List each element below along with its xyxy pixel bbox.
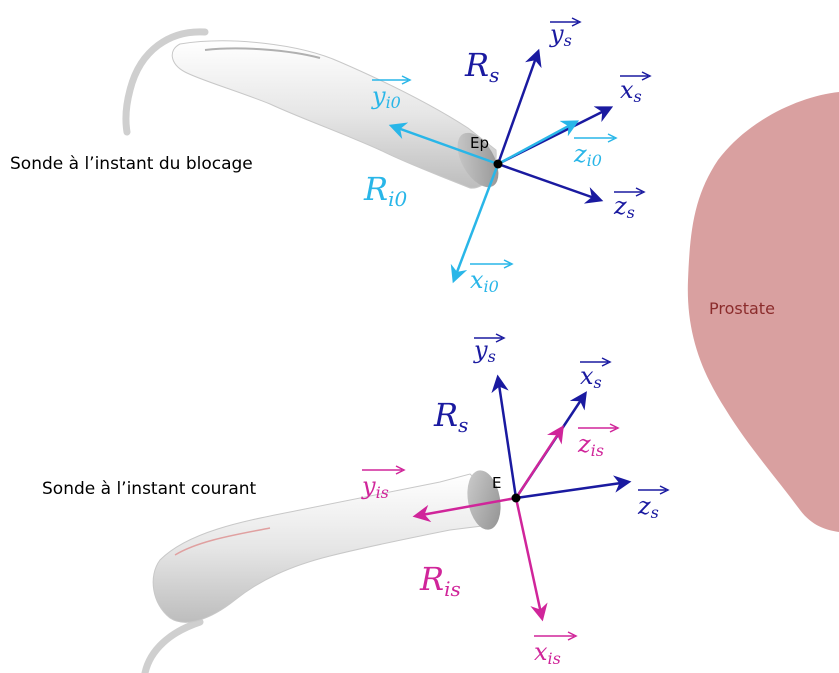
probe-block-label: Sonde à l’instant du blocage — [10, 154, 253, 174]
vector-label-zs-bottom: zs — [637, 486, 668, 522]
vector-label-ys-top: ys — [549, 18, 580, 50]
svg-text:yis: yis — [361, 472, 389, 502]
prostate-label: Prostate — [709, 299, 775, 318]
svg-text:zs: zs — [637, 492, 659, 522]
probe-current-label: Sonde à l’instant courant — [42, 479, 257, 499]
frame-label-ris: Ris — [419, 560, 461, 601]
svg-text:ys: ys — [473, 336, 496, 366]
vector-label-xi0: xi0 — [470, 260, 512, 296]
vector-label-ys-bottom: ys — [473, 334, 504, 366]
vector-label-zi0: zi0 — [573, 134, 616, 170]
frame-label-rs-top: Rs — [464, 46, 499, 87]
vector-label-zis: zis — [577, 424, 618, 460]
svg-text:zis: zis — [577, 430, 604, 460]
svg-text:xi0: xi0 — [470, 266, 499, 296]
point-e — [512, 494, 521, 503]
svg-text:zs: zs — [613, 192, 635, 222]
svg-text:zi0: zi0 — [573, 140, 602, 170]
point-ep — [494, 160, 503, 169]
frame-label-ri0: Ri0 — [363, 170, 407, 211]
point-ep-label: Ep — [470, 134, 489, 152]
svg-text:xis: xis — [534, 638, 561, 668]
arrow-xis — [516, 498, 542, 618]
arrow-zs-bottom — [516, 482, 628, 498]
svg-text:ys: ys — [549, 20, 572, 50]
vector-label-xs-bottom: xs — [580, 358, 610, 392]
svg-text:xs: xs — [620, 76, 642, 106]
frame-label-rs-bottom: Rs — [433, 396, 468, 437]
vector-label-xis: xis — [534, 632, 576, 668]
vector-label-xs-top: xs — [620, 72, 650, 106]
svg-text:xs: xs — [580, 362, 602, 392]
arrow-zs-top — [498, 164, 600, 200]
vector-label-zs-top: zs — [613, 188, 644, 222]
arrow-zis — [516, 428, 562, 498]
point-e-label: E — [492, 474, 501, 492]
